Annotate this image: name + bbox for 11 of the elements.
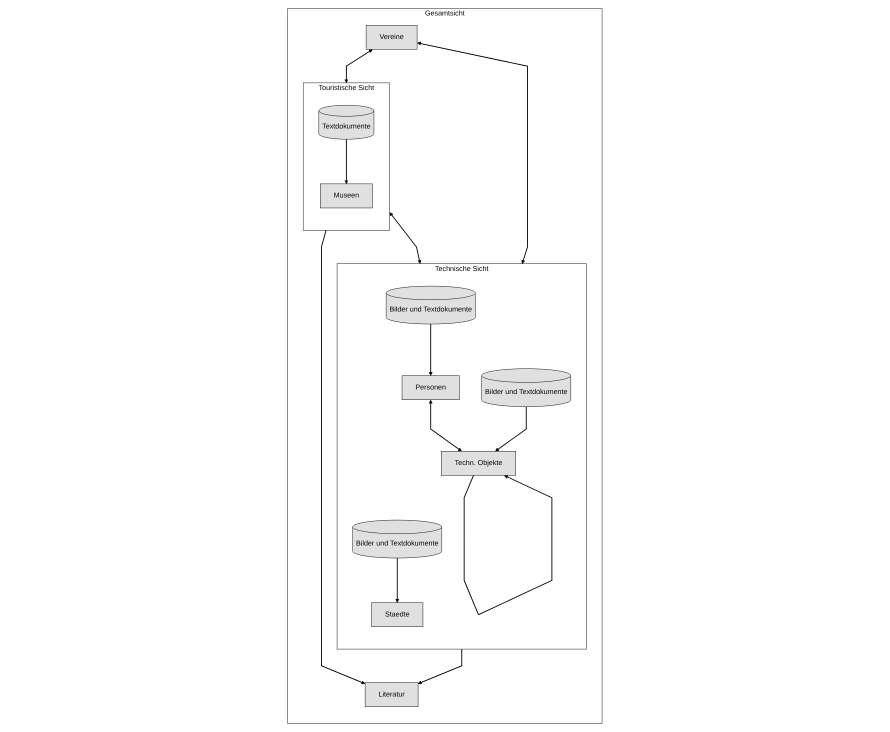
arrow xyxy=(395,558,400,603)
arrow xyxy=(417,42,528,264)
arrow xyxy=(390,212,422,264)
arrow xyxy=(321,230,366,684)
arrow xyxy=(344,138,349,184)
arrow xyxy=(428,400,462,452)
arrow xyxy=(464,474,552,616)
arrow xyxy=(344,49,373,84)
arrow xyxy=(418,648,462,684)
arrow xyxy=(495,406,527,452)
arrow xyxy=(428,324,433,376)
